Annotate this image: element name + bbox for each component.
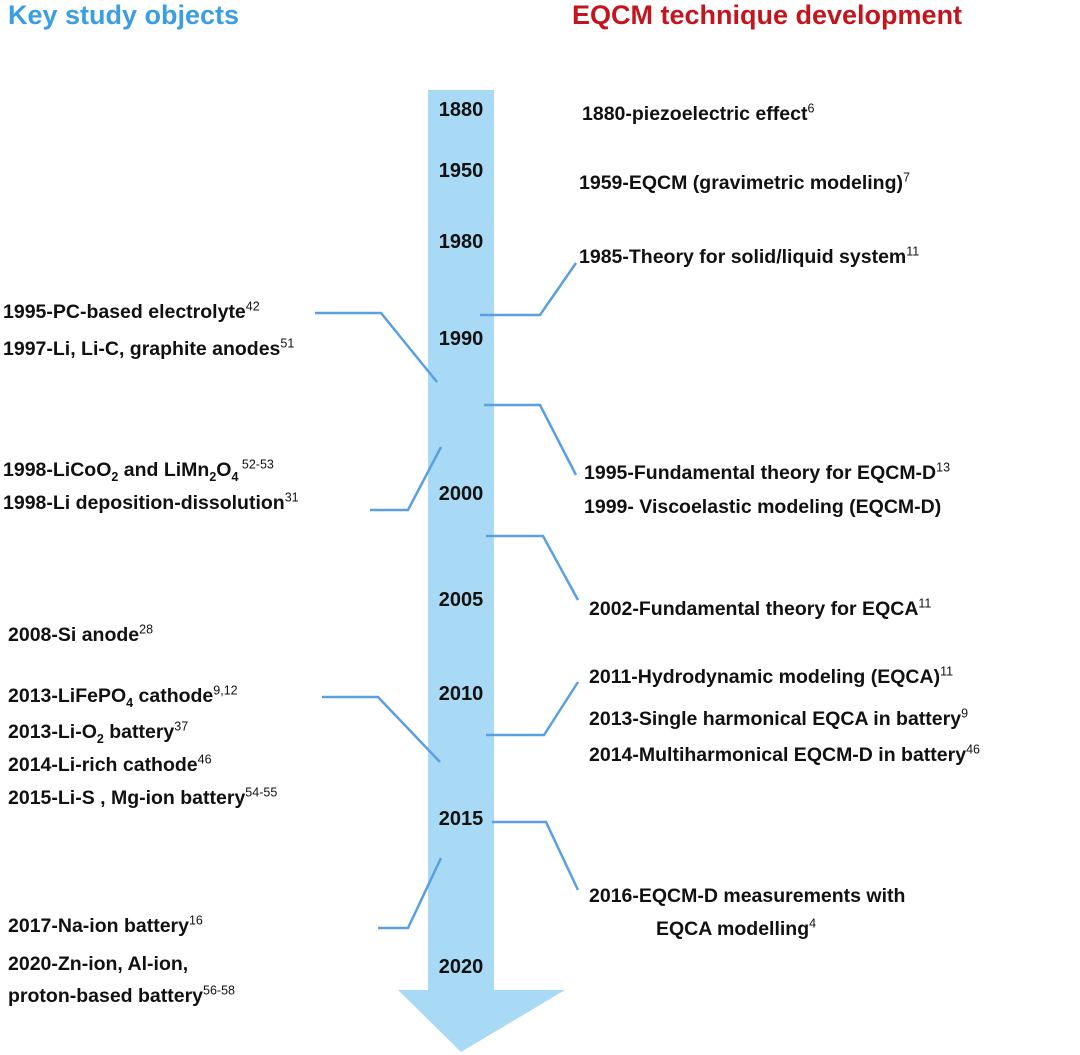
event-li-s-mg-ion: 2015-Li-S , Mg-ion battery54-55: [8, 785, 278, 809]
connector-eqcm-d-theory: [484, 403, 578, 476]
event-eqcm-d-measurements-line2: EQCA modelling4: [656, 916, 817, 940]
event-solid-liquid-theory: 1985-Theory for solid/liquid system11: [579, 244, 920, 268]
event-na-ion-battery: 2017-Na-ion battery16: [8, 913, 203, 937]
event-zn-ion-line1: 2020-Zn-ion, Al-ion,: [8, 953, 189, 975]
connector-licoo2: [370, 446, 443, 512]
event-pc-electrolyte: 1995-PC-based electrolyte42: [3, 299, 260, 323]
event-eqcm-gravimetric: 1959-EQCM (gravimetric modeling)7: [579, 170, 910, 194]
event-eqca-theory: 2002-Fundamental theory for EQCA11: [589, 596, 932, 620]
event-hydrodynamic: 2011-Hydrodynamic modeling (EQCA)11: [589, 664, 954, 688]
connector-eqca-theory: [486, 534, 580, 601]
connector-solid-liquid: [480, 262, 578, 317]
left-column-heading: Key study objects: [8, 0, 240, 30]
event-single-harmonical: 2013-Single harmonical EQCA in battery9: [589, 706, 969, 730]
event-li-graphite-anodes: 1997-Li, Li-C, graphite anodes51: [3, 336, 295, 360]
event-li-rich-cathode: 2014-Li-rich cathode46: [8, 752, 212, 776]
event-li-deposition: 1998-Li deposition-dissolution31: [3, 490, 299, 514]
connector-eqcm-d-meas: [492, 820, 580, 891]
event-piezoelectric: 1880-piezoelectric effect6: [582, 101, 815, 125]
connector-na-ion: [378, 857, 443, 930]
event-multiharmonical: 2014-Multiharmonical EQCM-D in battery46: [589, 742, 980, 766]
connector-lifepo4: [322, 695, 441, 763]
event-viscoelastic: 1999- Viscoelastic modeling (EQCM-D): [584, 496, 942, 518]
event-zn-ion-line2: proton-based battery56-58: [8, 983, 236, 1007]
event-li-o2-battery: 2013-Li-O2 battery37: [8, 719, 189, 746]
year-label: 1880: [438, 99, 484, 121]
timeline-arrow: [398, 90, 565, 1052]
year-label: 1950: [438, 160, 484, 182]
connector-hydrodynamic: [486, 681, 580, 737]
event-licoo2-limn2o4: 1998-LiCoO2 and LiMn2O4 52-53: [3, 457, 274, 484]
connector-pc-electrolyte: [315, 311, 438, 383]
year-label: 2015: [438, 808, 484, 830]
event-lifepo4-cathode: 2013-LiFePO4 cathode9,12: [8, 683, 238, 710]
year-label: 2010: [438, 683, 484, 705]
event-eqcm-d-measurements-line1: 2016-EQCM-D measurements with: [589, 885, 906, 907]
year-label: 2020: [438, 956, 484, 978]
event-eqcm-d-theory: 1995-Fundamental theory for EQCM-D13: [584, 460, 951, 484]
event-si-anode: 2008-Si anode28: [8, 622, 154, 646]
right-column-heading: EQCM technique development: [572, 0, 963, 30]
year-label: 1980: [438, 231, 484, 253]
year-label: 2000: [438, 483, 484, 505]
year-label: 2005: [438, 589, 484, 611]
year-label: 1990: [438, 328, 484, 350]
